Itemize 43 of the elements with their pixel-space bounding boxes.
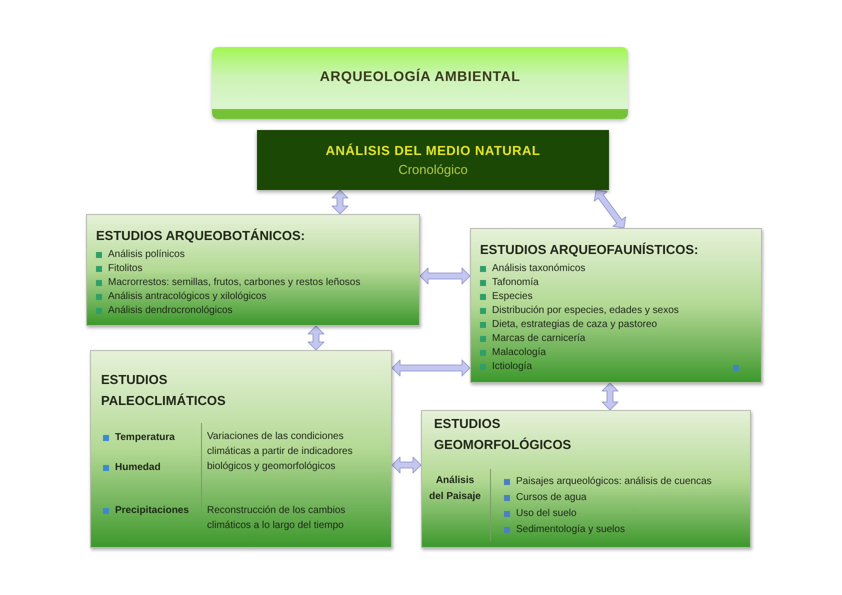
list-item: Marcas de carnicería [492, 332, 586, 346]
box-heading: ESTUDIOS GEOMORFOLÓGICOS [434, 415, 572, 454]
list-item: Sedimentología y suelos [516, 523, 625, 537]
double-arrow [392, 456, 422, 474]
double-arrow [392, 360, 470, 376]
banner-title: ARQUEOLOGÍA AMBIENTAL [320, 66, 520, 86]
side-label: Análisis del Paisaje [428, 474, 482, 504]
description-text: Reconstrucción de los cambios climáticos a lo largo del tiempo [207, 504, 346, 533]
list-item: Ictiología [492, 360, 532, 374]
list-item: Análisis taxonómicos [492, 262, 586, 276]
title-banner [212, 47, 628, 119]
study-panel [90, 350, 392, 548]
item-label: Temperatura [115, 431, 175, 445]
box-subtitle: Cronológico [398, 162, 468, 178]
double-arrow [420, 268, 470, 284]
double-arrow [594, 190, 626, 228]
list-item: Cursos de agua [516, 491, 587, 505]
double-arrow [332, 190, 348, 214]
box-heading: ESTUDIOS PALEOCLIMÁTICOS [101, 371, 227, 410]
list-item: Análisis dendrocronológicos [108, 304, 233, 318]
list-item: Paisajes arqueológicos: análisis de cuencas [516, 475, 712, 489]
list-item: Dieta, estrategias de caza y pastoreo [492, 318, 658, 332]
list-item: Análisis polínicos [108, 248, 185, 262]
dark-box [257, 130, 609, 190]
double-arrow [602, 382, 618, 410]
list-item: Fitolitos [108, 262, 142, 276]
list-item: Uso del suelo [516, 507, 577, 521]
list-item: Malacología [492, 346, 546, 360]
item-label: Precipitaciones [115, 504, 189, 518]
box-title: ANÁLISIS DEL MEDIO NATURAL [326, 142, 540, 158]
study-panel [470, 228, 762, 383]
list-item: Tafonomía [492, 276, 539, 290]
double-arrow [308, 326, 324, 350]
study-panel [86, 214, 420, 326]
list-item: Distribución por especies, edades y sexos [492, 304, 679, 318]
box-heading: ESTUDIOS ARQUEOFAUNÍSTICOS: [480, 242, 698, 258]
description-text: Variaciones de las condiciones climáticas a partir de indicadores biológicos y geomorfológicos [207, 430, 354, 474]
list-item: Especies [492, 290, 533, 304]
list-item: Macrorrestos: semillas, frutos, carbones y restos leñosos [108, 276, 360, 290]
study-panel [421, 410, 751, 548]
box-heading: ESTUDIOS ARQUEOBOTÁNICOS: [96, 228, 305, 244]
item-label: Humedad [115, 461, 161, 475]
list-item: Análisis antracológicos y xilológicos [108, 290, 266, 304]
